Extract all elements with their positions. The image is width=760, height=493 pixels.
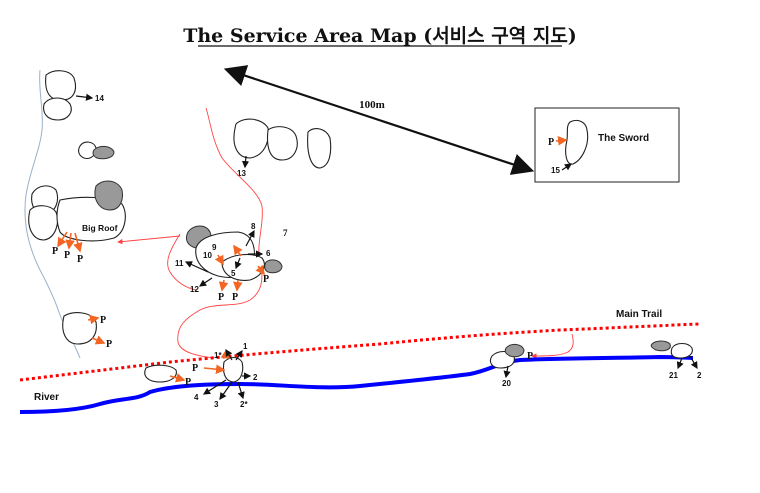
boulder-group-14: 14 — [43, 70, 104, 121]
big-roof-parking-1: P — [52, 246, 58, 257]
approach-path-to-big-roof — [117, 235, 181, 245]
number-14: 14 — [95, 94, 104, 103]
number-5: 5 — [231, 269, 236, 278]
riverside-parking-1: P — [185, 377, 191, 388]
number-4: 4 — [194, 393, 199, 402]
approach-path-branch — [167, 233, 197, 291]
sword-inset: The Sword P 15 — [534, 107, 680, 183]
big-roof-parking-3: P — [77, 254, 83, 265]
scale-label: 100m — [359, 99, 385, 111]
grey-boulder — [92, 145, 115, 160]
approach-path-right — [531, 333, 574, 359]
number-1: 1 — [243, 342, 248, 351]
approach-path — [177, 107, 263, 359]
stream-line — [24, 69, 81, 359]
main-trail — [19, 322, 701, 382]
riverside-boulders: P P 1* 1 2 4 3 2* — [144, 342, 258, 409]
boulder-group-20: P 20 — [489, 343, 533, 388]
main-trail-label: Main Trail — [616, 309, 662, 320]
boulder-group-21: 21 2 — [650, 340, 702, 380]
number-8: 8 — [251, 222, 256, 231]
boulder-group-13: 13 — [233, 118, 332, 178]
number-21: 21 — [669, 371, 678, 380]
lower-left-boulder: P P — [62, 312, 112, 350]
number-1star: 1* — [214, 351, 222, 360]
big-roof-area: Big Roof P P P — [28, 180, 126, 265]
sword-parking: P — [548, 137, 554, 148]
number-2star: 2* — [240, 400, 248, 409]
central-parking-2: P — [232, 292, 238, 303]
number-20: 20 — [502, 379, 511, 388]
number-13: 13 — [237, 169, 246, 178]
number-10: 10 — [203, 251, 212, 260]
big-roof-label: Big Roof — [82, 223, 118, 233]
map-title: The Service Area Map (서비스 구역 지도) — [183, 25, 577, 47]
lower-left-parking-2: P — [106, 339, 112, 350]
sword-label: The Sword — [598, 133, 649, 144]
number-2-far-right: 2 — [697, 371, 702, 380]
lower-left-parking-1: P — [100, 315, 106, 326]
number-3: 3 — [214, 400, 219, 409]
number-2: 2 — [253, 373, 258, 382]
number-12: 12 — [190, 285, 199, 294]
river-label: River — [34, 392, 59, 403]
central-boulders: 8 7 9 10 11 6 5 12 P P P — [175, 222, 288, 303]
river — [19, 354, 694, 414]
central-parking-3: P — [263, 274, 269, 285]
number-11: 11 — [175, 259, 184, 268]
number-15: 15 — [551, 166, 560, 175]
riverside-parking-2: P — [192, 363, 198, 374]
number-9: 9 — [212, 243, 217, 252]
number-7: 7 — [283, 228, 288, 238]
big-roof-parking-2: P — [64, 250, 70, 261]
small-boulder — [78, 141, 97, 159]
scale-bar-arrow — [223, 65, 535, 175]
central-parking-1: P — [218, 292, 224, 303]
number-6: 6 — [266, 249, 271, 258]
right-parking: P — [527, 351, 533, 362]
